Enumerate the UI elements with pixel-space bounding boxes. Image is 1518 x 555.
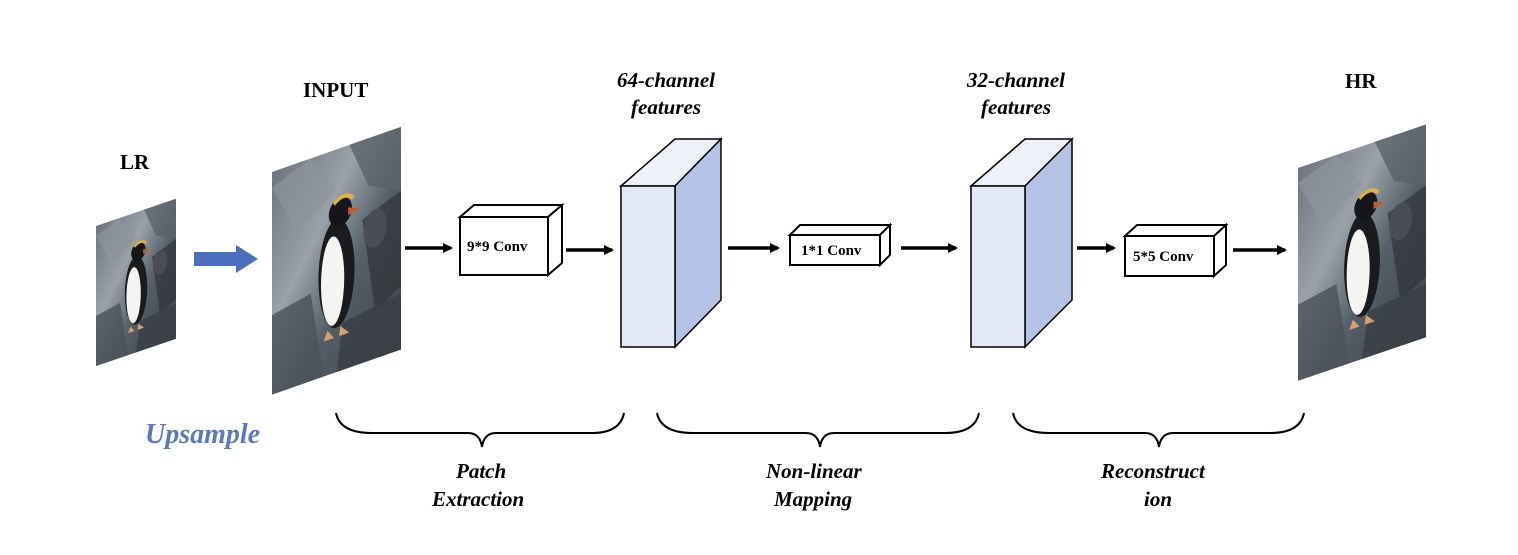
feature-block-32 [968, 137, 1074, 349]
brace-nonlinear-mapping [656, 412, 980, 448]
conv-1x1-box [787, 222, 893, 268]
upsample-label: Upsample [145, 419, 260, 450]
hr-label: HR [1345, 69, 1377, 93]
input-label: INPUT [303, 78, 368, 102]
brace-reconstruction [1012, 412, 1305, 448]
stage-patch-line1: Patch [455, 459, 506, 483]
conv-1x1-label: 1*1 Conv [801, 243, 862, 259]
conv-5x5-box [1122, 222, 1229, 279]
features-64-label-line2: features [631, 95, 701, 119]
brace-patch-extraction [335, 412, 625, 448]
stage-mapping-line2: Mapping [773, 487, 852, 511]
stage-patch-line2: Extraction [431, 487, 524, 511]
lr-label: LR [120, 150, 150, 174]
stage-recon-line2: ion [1144, 487, 1172, 511]
feature-block-64 [618, 137, 723, 349]
stage-mapping-line1: Non-linear [765, 459, 863, 483]
upsample-arrow-icon [194, 245, 258, 273]
lr-image [94, 197, 178, 368]
features-32-label-line2: features [981, 95, 1051, 119]
conv-9x9-label: 9*9 Conv [467, 239, 528, 255]
stage-recon-line1: Reconstruct [1100, 459, 1206, 483]
features-64-label-line1: 64-channel [617, 68, 715, 92]
hr-image [1296, 122, 1428, 383]
input-image [272, 127, 401, 395]
conv-5x5-label: 5*5 Conv [1133, 249, 1194, 265]
features-32-label-line1: 32-channel [966, 68, 1065, 92]
conv-9x9-box [457, 202, 565, 278]
